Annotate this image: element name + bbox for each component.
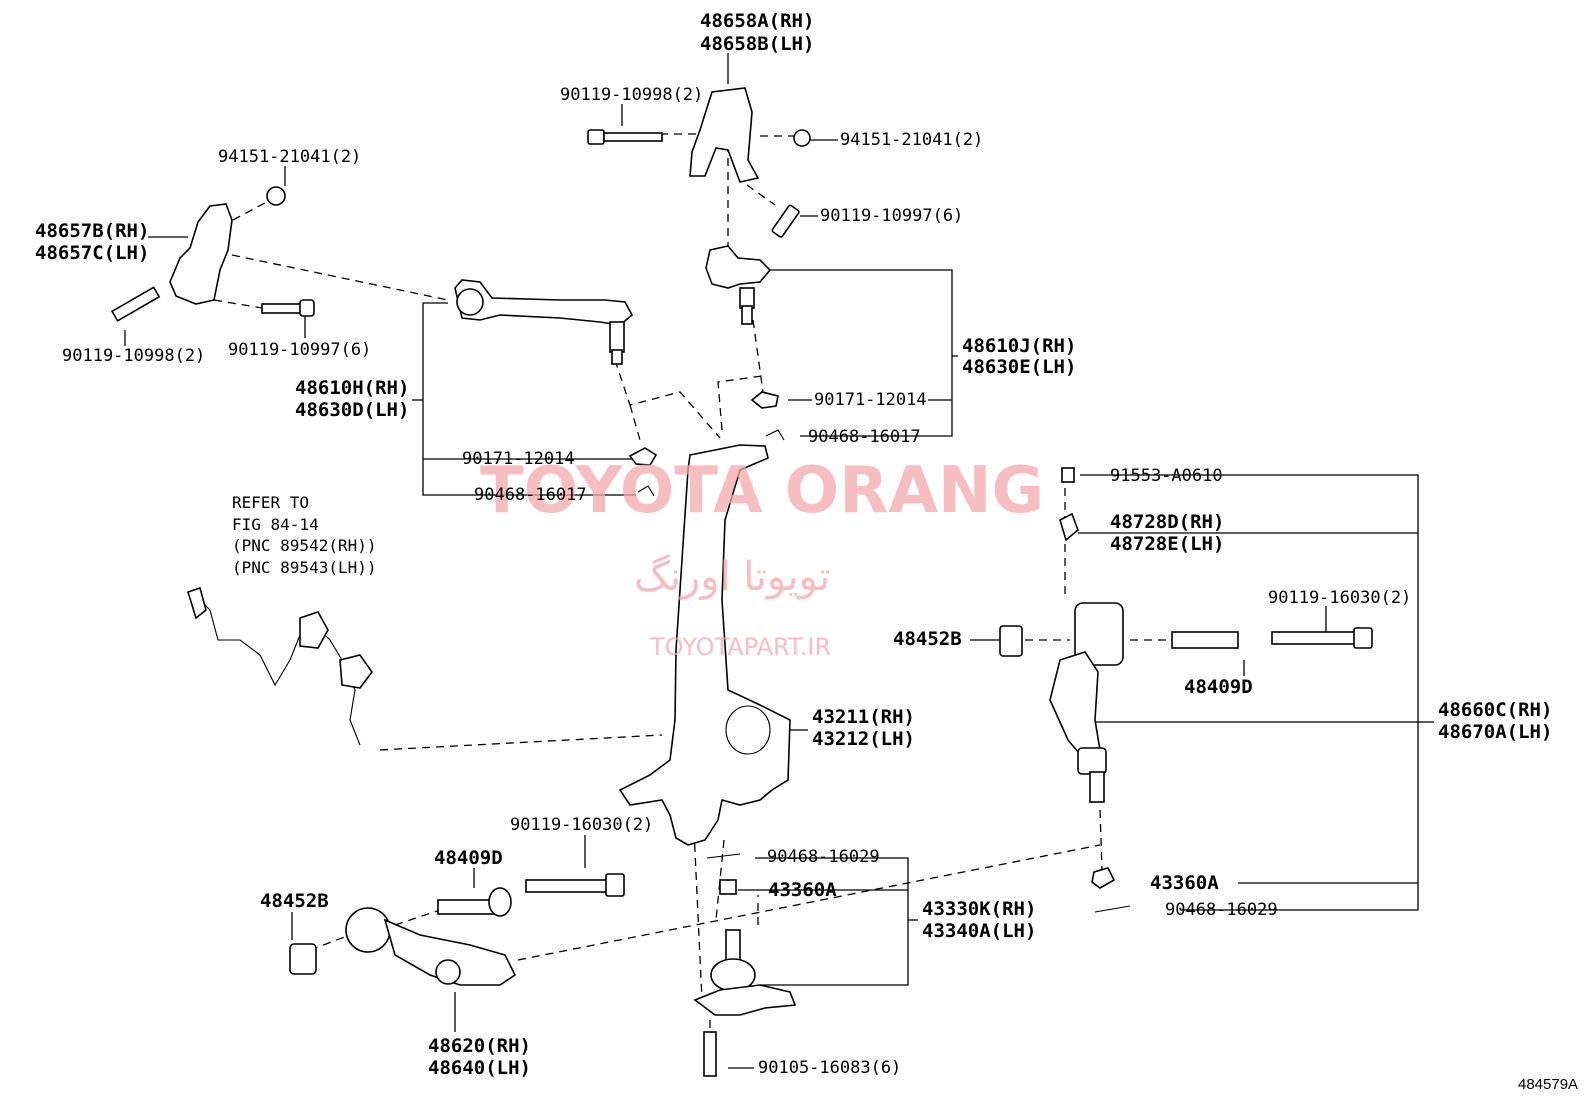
upper-bracket-part bbox=[587, 87, 811, 238]
label-bracket-rh: 48728D(RH) bbox=[1110, 511, 1224, 533]
label-nut-right-lower: 43360A bbox=[1150, 872, 1219, 894]
label-lower-arm-right-rh: 48660C(RH) bbox=[1438, 699, 1552, 721]
dashed-lines bbox=[213, 130, 1170, 1035]
label-arm-left-rh: 48610H(RH) bbox=[295, 377, 409, 399]
label-balljoint-lh: 43340A(LH) bbox=[922, 920, 1036, 942]
watermark-persian: تویوتا اورنگ bbox=[634, 554, 830, 600]
label-bracket-left-rh: 48657B(RH) bbox=[35, 220, 149, 242]
label-pin-lower: 90468-16029 bbox=[767, 847, 880, 867]
lower-arm-part bbox=[289, 873, 625, 986]
label-bush-right: 48409D bbox=[1184, 676, 1253, 698]
label-bolt-left-2: 90119-10998(2) bbox=[62, 346, 205, 366]
label-lower-arm-rh: 48620(RH) bbox=[428, 1035, 531, 1057]
label-pin-left-upper: 90468-16017 bbox=[474, 485, 587, 505]
label-pin-right-lower: 90468-16029 bbox=[1165, 900, 1278, 920]
label-arm-upper-rh: 48610J(RH) bbox=[962, 335, 1076, 357]
label-nut-lower: 43360A bbox=[768, 879, 837, 901]
label-balljoint-rh: 43330K(RH) bbox=[922, 898, 1036, 920]
label-pin-right-upper: 90468-16017 bbox=[808, 427, 921, 447]
label-bracket-lh: 48728E(LH) bbox=[1110, 533, 1224, 555]
label-nut-right-upper: 90171-12014 bbox=[814, 390, 927, 410]
right-arm-part bbox=[999, 602, 1373, 803]
label-bolt-right-2: 90119-16030(2) bbox=[1268, 588, 1411, 608]
label-refer-1: REFER TO bbox=[232, 493, 309, 512]
abs-sensor-part bbox=[187, 586, 373, 746]
label-knuckle-lh: 43212(LH) bbox=[812, 728, 915, 750]
label-lower-arm-right-lh: 48670A(LH) bbox=[1438, 721, 1552, 743]
label-bolt-bottom: 90105-16083(6) bbox=[758, 1058, 901, 1078]
label-arm-upper-lh: 48630E(LH) bbox=[962, 356, 1076, 378]
left-bracket-part bbox=[110, 186, 315, 322]
figure-id: 484579A bbox=[1518, 1076, 1578, 1093]
label-arm-left-lh: 48630D(LH) bbox=[295, 399, 409, 421]
label-refer-4: (PNC 89543(LH)) bbox=[232, 558, 377, 577]
part-labels: 48658A(RH) 48658B(LH) 90119-10998(2) 941… bbox=[35, 10, 1578, 1093]
label-refer-2: FIG 84-14 bbox=[232, 515, 319, 534]
label-bolt-top-left: 90119-10998(2) bbox=[560, 85, 703, 105]
label-bolt-left-6: 90119-10997(6) bbox=[228, 340, 371, 360]
watermark-site: TOYOTAPART.IR bbox=[649, 633, 831, 661]
label-nut-top-right: 94151-21041(2) bbox=[840, 130, 983, 150]
label-nut-left: 94151-21041(2) bbox=[218, 147, 361, 167]
label-bolt-lower-2: 90119-16030(2) bbox=[510, 815, 653, 835]
label-bracket-left-lh: 48657C(LH) bbox=[35, 242, 149, 264]
watermark: TOYOTA ORANG تویوتا اورنگ TOYOTAPART.IR bbox=[480, 454, 1044, 661]
label-nut-left-upper: 90171-12014 bbox=[462, 449, 575, 469]
label-knuckle-rh: 43211(RH) bbox=[812, 706, 915, 728]
label-bolt-91553: 91553-A0610 bbox=[1110, 466, 1223, 486]
label-bush-lower: 48409D bbox=[434, 847, 503, 869]
upper-arm-right-part bbox=[705, 245, 772, 325]
leader-lines bbox=[124, 53, 1434, 1069]
upper-arm-left-part bbox=[454, 279, 634, 365]
ball-joint-part bbox=[693, 929, 797, 1077]
small-nuts-pins bbox=[628, 391, 1131, 913]
label-bolt-top-6: 90119-10997(6) bbox=[820, 206, 963, 226]
label-refer-3: (PNC 89542(RH)) bbox=[232, 536, 377, 555]
label-upper-bracket-rh: 48658A(RH) bbox=[700, 10, 814, 32]
label-upper-bracket-lh: 48658B(LH) bbox=[700, 33, 814, 55]
label-lower-arm-lh: 48640(LH) bbox=[428, 1057, 531, 1079]
label-cap-lower: 48452B bbox=[260, 890, 329, 912]
label-cap-right: 48452B bbox=[893, 628, 962, 650]
knuckle-part bbox=[618, 444, 791, 846]
watermark-brand: TOYOTA ORANG bbox=[480, 454, 1044, 528]
